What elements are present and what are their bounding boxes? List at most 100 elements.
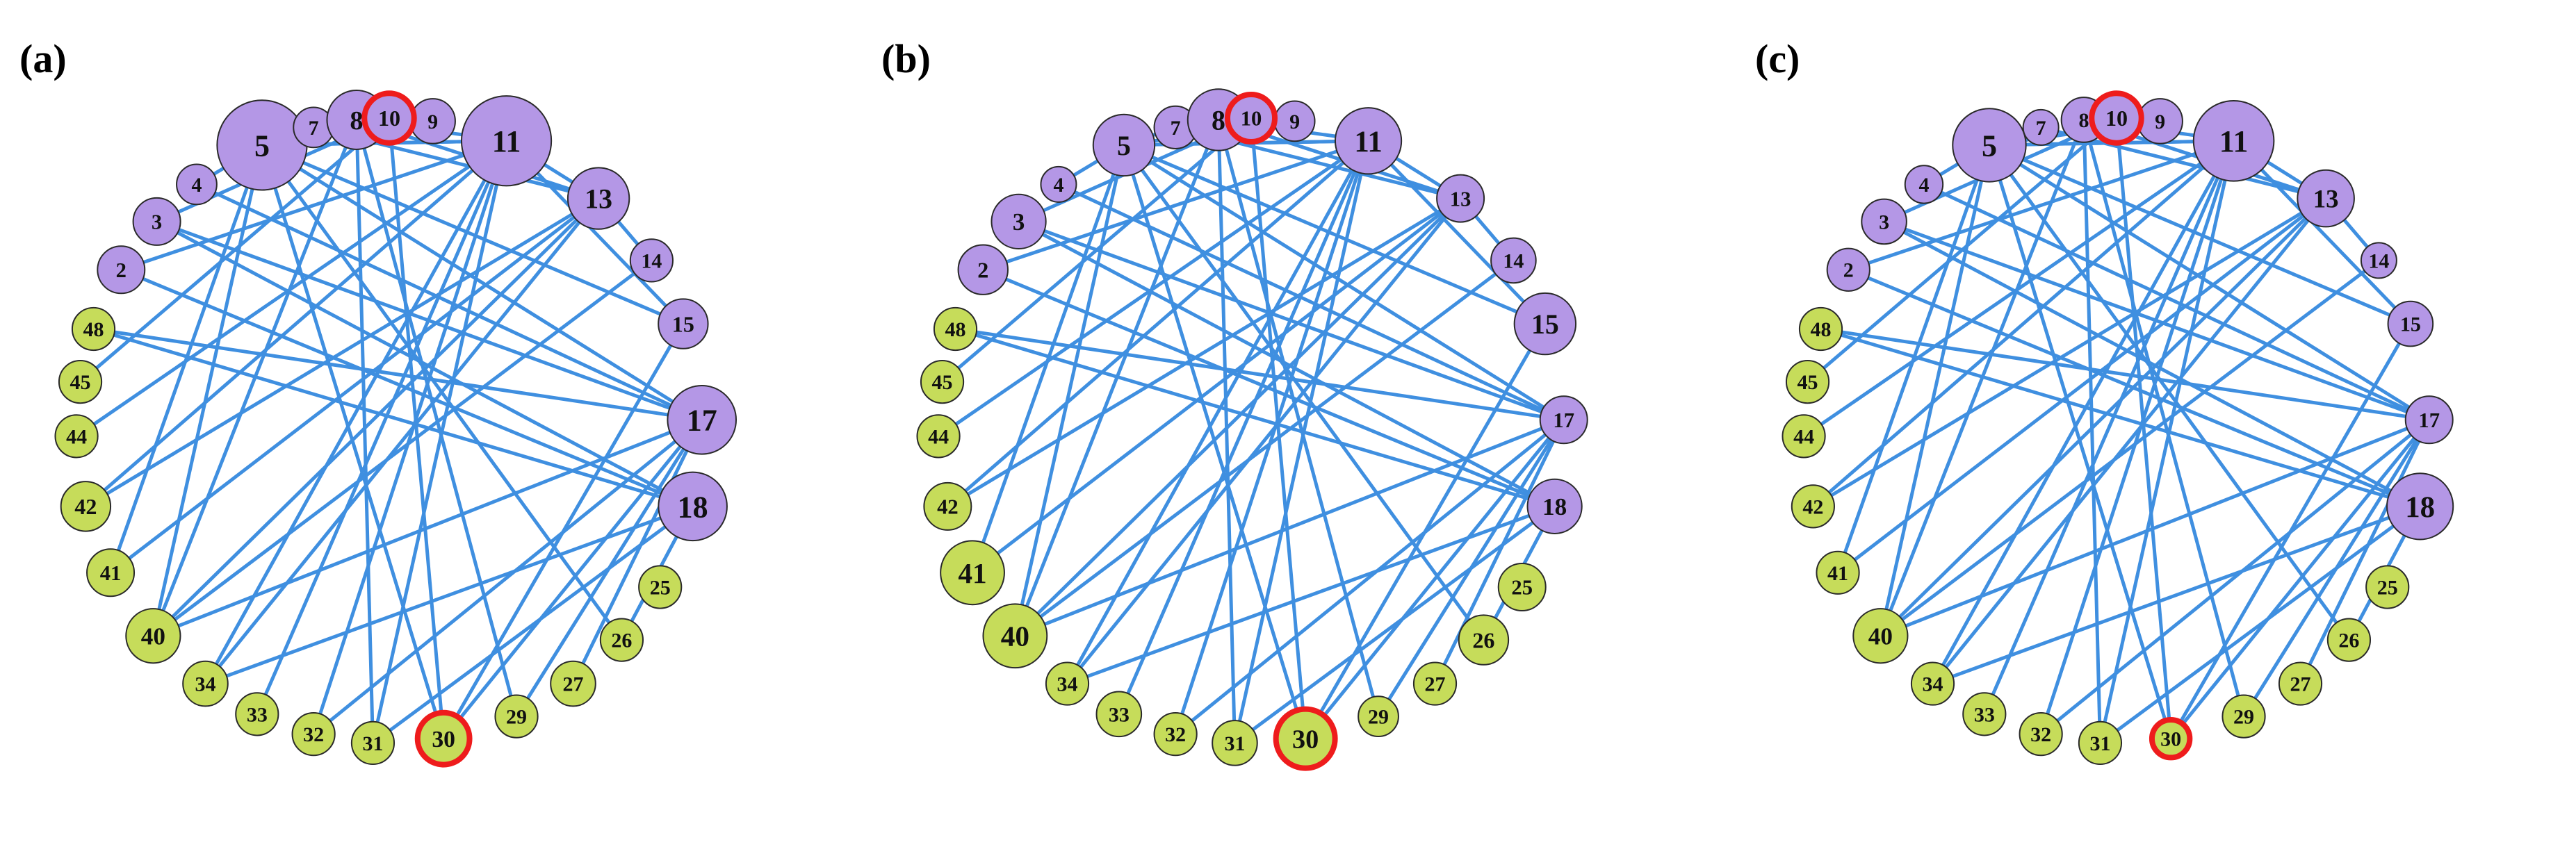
- node-label: 25: [2377, 577, 2398, 600]
- node-label: 7: [1171, 117, 1181, 140]
- edge-18-31: [1232, 504, 1557, 745]
- node-label: 45: [70, 371, 91, 394]
- edge-17-4: [1922, 182, 2431, 422]
- edge-13-41: [108, 197, 601, 575]
- node-9: 9: [409, 98, 456, 145]
- node-circle: [2222, 694, 2266, 739]
- node-circle: [1490, 237, 1537, 284]
- node-14: 14: [2360, 242, 2397, 279]
- node-13: 13: [566, 167, 630, 230]
- node-circle: [566, 167, 630, 230]
- node-label: 31: [2089, 732, 2110, 755]
- edge-8-29: [354, 117, 519, 718]
- node-label: 25: [1511, 576, 1533, 600]
- edge-17-48: [92, 327, 704, 422]
- edge-17-40: [1878, 418, 2431, 638]
- node-label: 14: [641, 249, 662, 272]
- edge-5-17: [1987, 143, 2431, 422]
- node-label: 45: [932, 371, 953, 394]
- node-circle: [991, 193, 1047, 249]
- node-circle: [599, 618, 644, 662]
- edges: [1802, 116, 2431, 745]
- node-circle: [667, 384, 737, 455]
- node-label: 14: [2368, 249, 2389, 272]
- node-label: 3: [152, 211, 162, 234]
- edge-17-4: [195, 182, 704, 422]
- edge-11-15: [1367, 139, 1547, 326]
- node-label: 17: [687, 404, 717, 438]
- node-label: 4: [1918, 174, 1929, 197]
- node-circle: [1092, 113, 1156, 177]
- edge-11-42: [83, 139, 509, 509]
- node-circle: [414, 709, 473, 768]
- node-label: 25: [650, 577, 671, 600]
- edge-5-15: [1987, 143, 2413, 326]
- node-label: 8: [1212, 105, 1225, 135]
- node-label: 8: [2078, 109, 2089, 132]
- node-30: 30: [2149, 716, 2193, 761]
- node-label: 17: [1553, 409, 1574, 432]
- node-7: 7: [293, 106, 335, 149]
- node-17: 17: [1539, 395, 1588, 445]
- node-circle: [1436, 174, 1485, 223]
- node-label: 31: [1224, 732, 1245, 755]
- node-circle: [2278, 661, 2323, 706]
- node-label: 48: [1811, 318, 1832, 341]
- node-15: 15: [2387, 300, 2434, 347]
- edge-8-31: [354, 117, 375, 745]
- node-34: 34: [1910, 661, 1955, 706]
- edge-18-34: [1065, 504, 1557, 686]
- node-circle: [235, 692, 279, 736]
- node-33: 33: [1095, 691, 1143, 738]
- node-circle: [1358, 695, 1399, 737]
- edge-11-31: [1232, 139, 1371, 745]
- node-label: 3: [1879, 211, 1889, 233]
- node-7: 7: [2022, 108, 2060, 146]
- edge-13-40: [151, 197, 601, 638]
- node-label: 41: [958, 557, 986, 589]
- node-33: 33: [1962, 692, 2007, 736]
- node-42: 42: [923, 481, 972, 531]
- node-circle: [2078, 720, 2123, 765]
- node-circle: [1458, 614, 1510, 666]
- node-25: 25: [1497, 563, 1547, 611]
- node-circle: [2297, 169, 2355, 228]
- node-45: 45: [920, 360, 965, 404]
- node-label: 30: [1292, 725, 1319, 755]
- edge-17-40: [151, 418, 704, 638]
- edge-14-40: [1013, 258, 1515, 638]
- node-circle: [933, 306, 978, 352]
- node-circle: [2019, 712, 2063, 757]
- node-label: 45: [1798, 371, 1818, 394]
- node-circle: [923, 481, 972, 531]
- panel-label: (a): [19, 36, 67, 81]
- node-31: 31: [2078, 720, 2123, 765]
- node-label: 15: [2400, 313, 2421, 336]
- edge-13-34: [1065, 197, 1462, 686]
- edge-18-2: [1846, 267, 2422, 509]
- node-label: 30: [432, 727, 455, 752]
- node-label: 2: [116, 258, 127, 282]
- node-label: 15: [672, 311, 694, 336]
- node-32: 32: [291, 712, 336, 757]
- node-circle: [132, 197, 181, 246]
- node-label: 29: [1368, 706, 1389, 729]
- edge-3-17: [1882, 220, 2431, 422]
- node-label: 27: [2290, 673, 2311, 696]
- edge-11-15: [2232, 139, 2413, 326]
- node-31: 31: [350, 720, 396, 765]
- node-14: 14: [1490, 237, 1537, 284]
- node-circle: [60, 481, 112, 532]
- node-circle: [1412, 661, 1458, 706]
- node-29: 29: [2222, 694, 2266, 739]
- edge-17-30: [2169, 418, 2431, 741]
- edge-18-34: [1930, 504, 2422, 686]
- edge-18-2: [119, 267, 695, 509]
- node-label: 32: [2030, 723, 2051, 746]
- node-label: 32: [303, 723, 324, 746]
- node-circle: [629, 238, 674, 283]
- node-label: 44: [1793, 425, 1814, 448]
- node-circle: [2022, 108, 2060, 146]
- edge-11-34: [1930, 139, 2236, 686]
- node-circle: [71, 306, 116, 352]
